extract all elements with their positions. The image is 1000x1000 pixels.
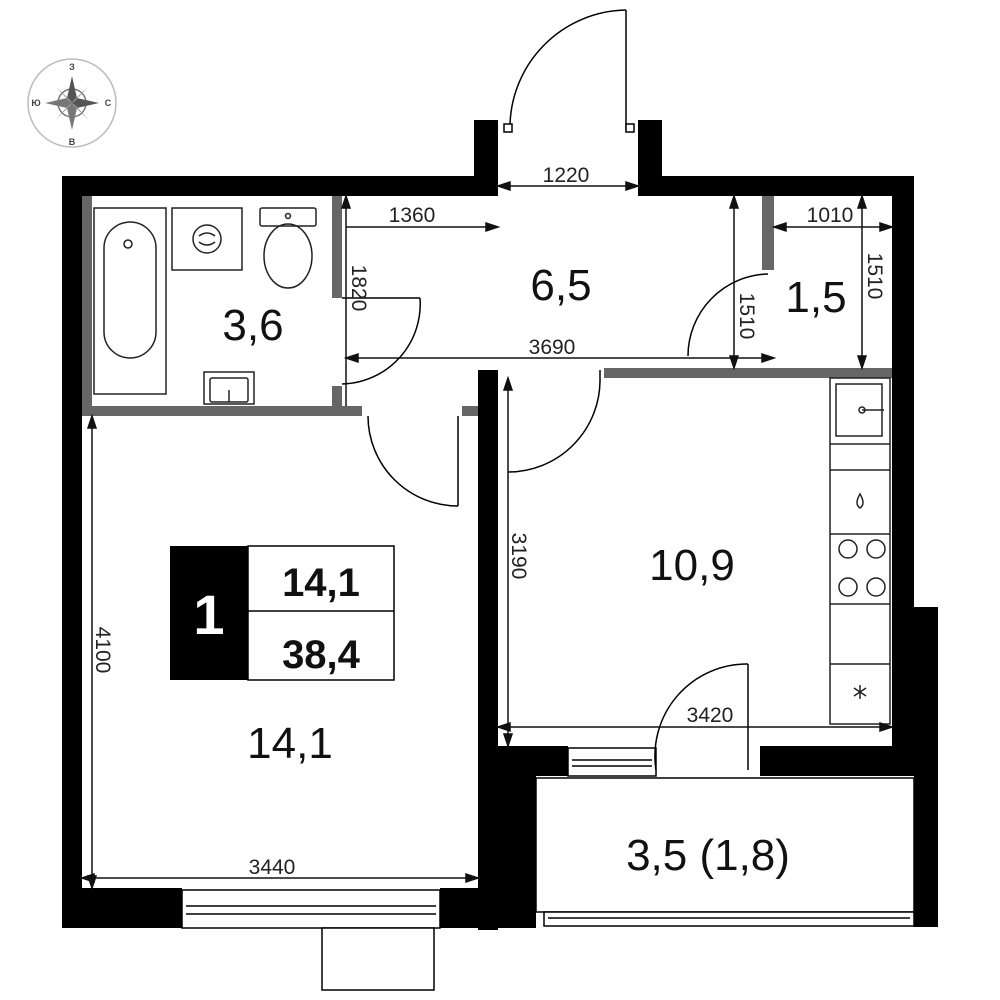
living-door — [367, 415, 459, 507]
dim-hall-width-top: 1360 — [389, 204, 436, 227]
dim-hall-length: 3690 — [529, 336, 576, 359]
room-area-hallway: 6,5 — [530, 261, 591, 310]
badge-living-area: 14,1 — [282, 561, 360, 605]
entrance-door — [503, 9, 635, 133]
dim-entrance-width: 1220 — [543, 164, 590, 187]
dimension-lines — [79, 180, 895, 891]
compass-south-label: В — [69, 137, 76, 147]
interior-walls — [82, 196, 892, 416]
room-area-closet: 1,5 — [785, 273, 846, 322]
dim-hall-height: 1510 — [735, 293, 758, 340]
kitchen-door — [507, 370, 601, 473]
dim-living-width: 3440 — [249, 856, 296, 879]
dim-living-height: 4100 — [91, 627, 114, 674]
dim-kitchen-width: 3420 — [687, 704, 734, 727]
badge-total-area: 38,4 — [282, 633, 361, 677]
living-window — [181, 889, 441, 991]
fridge-icon — [853, 685, 867, 699]
exterior-walls — [62, 120, 938, 930]
washing-machine-icon — [171, 207, 243, 271]
dim-bath-height: 1820 — [347, 265, 370, 312]
dim-kitchen-height: 3190 — [507, 533, 530, 580]
compass-icon: З В Ю С — [27, 58, 117, 148]
stove-icon — [838, 539, 886, 597]
gas-icon — [856, 492, 864, 509]
dim-closet-depth: 1510 — [863, 253, 886, 300]
compass-north-label: З — [69, 62, 75, 72]
apartment-badge: 1 14,1 38,4 — [170, 545, 395, 681]
room-area-bathroom: 3,6 — [222, 301, 283, 350]
compass-east-label: С — [105, 98, 112, 108]
bathroom-sink-icon — [203, 371, 255, 405]
room-area-balcony: 3,5 (1,8) — [626, 831, 790, 880]
bathtub-icon — [93, 207, 167, 395]
balcony — [535, 777, 915, 927]
kitchen-counter — [829, 377, 891, 725]
room-area-kitchen: 10,9 — [649, 541, 735, 590]
kitchen-window — [567, 747, 657, 777]
compass-west-label: Ю — [31, 98, 40, 108]
closet-door — [687, 273, 769, 357]
badge-rooms-count: 1 — [193, 583, 224, 646]
toilet-icon — [259, 207, 317, 289]
kitchen-sink-icon — [835, 383, 884, 437]
room-area-living: 14,1 — [247, 719, 333, 768]
dim-closet-width: 1010 — [807, 204, 854, 227]
balcony-door — [654, 663, 749, 771]
